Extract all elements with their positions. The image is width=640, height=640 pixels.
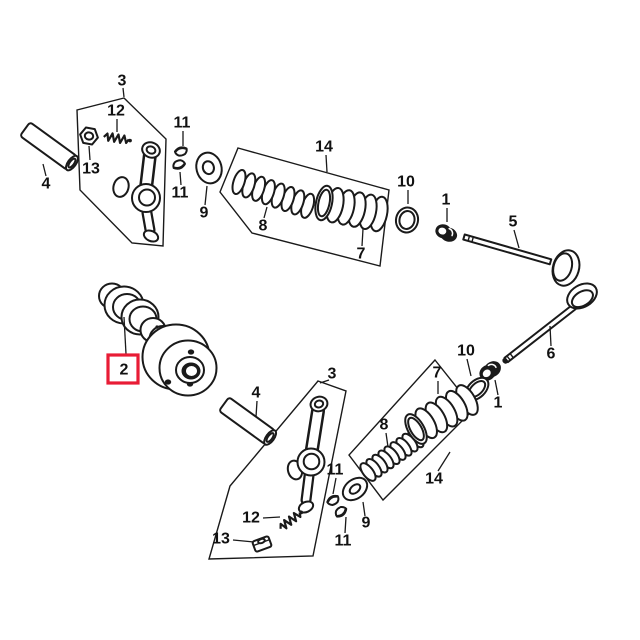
part-label-4[interactable]: 4 <box>252 385 261 402</box>
camshaft <box>98 282 218 397</box>
part-label-10[interactable]: 10 <box>397 174 415 191</box>
part-label-8[interactable]: 8 <box>380 417 389 434</box>
part-label-9[interactable]: 9 <box>200 205 209 222</box>
adjusting-nut-bottom <box>251 535 273 553</box>
leader-line-part-7 <box>361 228 364 247</box>
intake-valve <box>462 233 581 287</box>
valve-cotter-top-upper <box>173 146 188 157</box>
leader-line-part-14 <box>437 451 451 472</box>
spring-group-outline-top <box>219 147 390 267</box>
leader-line-part-13 <box>232 539 255 543</box>
callout-layer: 3 12 13 4 11 11 9 8 14 7 10 1 5 6 2 3 4 12 13 11 11 9 8 7 14 10 1 <box>42 73 556 550</box>
spring-end-coil <box>407 416 425 442</box>
leader-line-part-11 <box>179 171 182 186</box>
leader-line-part-12 <box>262 516 281 519</box>
part-label-12[interactable]: 12 <box>107 103 125 120</box>
part-label-14[interactable]: 14 <box>315 139 333 156</box>
leader-line-part-2 <box>123 316 127 355</box>
valve-cotter-top-lower <box>172 159 186 170</box>
part-label-8[interactable]: 8 <box>259 218 268 235</box>
spring-seat-washer-top <box>394 206 420 234</box>
part-label-6[interactable]: 6 <box>547 346 556 363</box>
spring-retainer-bottom <box>341 476 369 502</box>
leader-line-part-4 <box>42 163 47 177</box>
part-label-13[interactable]: 13 <box>212 531 230 548</box>
leader-line-part-1 <box>494 379 499 396</box>
leader-line-part-3 <box>319 379 330 384</box>
part-label-12[interactable]: 12 <box>242 510 260 527</box>
valve-cotter-bottom-upper <box>326 494 340 506</box>
leader-line-part-3 <box>122 87 125 98</box>
part-label-3[interactable]: 3 <box>328 366 337 383</box>
part-label-9[interactable]: 9 <box>362 515 371 532</box>
part-label-2-highlighted[interactable]: 2 <box>120 362 129 379</box>
leader-line-part-5 <box>513 229 520 249</box>
leader-line-part-11 <box>344 516 347 534</box>
valve-stem-seal-bottom <box>479 361 501 381</box>
part-label-11[interactable]: 11 <box>172 185 189 202</box>
adjusting-screw-top <box>103 132 132 145</box>
adjusting-nut-top <box>79 126 99 146</box>
leader-line-part-9 <box>204 185 208 206</box>
rocker-shaft-pin-bottom <box>219 397 278 446</box>
leader-line-part-14 <box>325 154 328 173</box>
exhaust-valve <box>502 282 598 364</box>
valve-spring-inner-top <box>231 168 316 219</box>
valve-spring-outer-top <box>314 184 389 233</box>
leader-line-part-4 <box>255 400 258 418</box>
highlight-box <box>106 353 140 385</box>
spring-coil <box>359 462 377 482</box>
leader-line-part-9 <box>362 501 366 517</box>
valve-spring-outer-bottom <box>404 384 479 445</box>
part-label-3[interactable]: 3 <box>118 73 127 90</box>
leader-line-part-11 <box>332 477 337 495</box>
spring-end-coil <box>316 188 332 218</box>
rocker-assembly-outline-bottom <box>208 380 347 560</box>
spring-retainer-top <box>195 151 223 185</box>
spring-coil <box>231 168 247 196</box>
rocker-shaft-pin-top <box>20 122 79 172</box>
rocker-assembly-outline-top <box>76 97 167 247</box>
leader-line-part-13 <box>88 145 91 161</box>
part-label-5[interactable]: 5 <box>509 214 518 231</box>
part-label-11[interactable]: 11 <box>335 533 352 550</box>
leader-line-part-8 <box>263 206 268 219</box>
valve-stem-seal-top <box>435 224 458 242</box>
part-label-7[interactable]: 7 <box>357 246 366 263</box>
valve-cotter-bottom-lower <box>334 505 348 518</box>
part-label-10[interactable]: 10 <box>457 343 475 360</box>
part-label-1[interactable]: 1 <box>494 395 503 412</box>
leader-line-part-8 <box>385 432 389 448</box>
part-label-4[interactable]: 4 <box>42 176 51 193</box>
part-label-11[interactable]: 11 <box>174 115 191 132</box>
rocker-arm-top <box>112 141 161 243</box>
part-label-7[interactable]: 7 <box>433 365 442 382</box>
part-label-1[interactable]: 1 <box>442 192 451 209</box>
rocker-arm-bottom <box>286 395 329 514</box>
leader-line-part-10 <box>466 358 472 377</box>
leader-line-part-6 <box>549 325 552 347</box>
adjusting-screw-bottom <box>279 510 304 530</box>
part-label-14[interactable]: 14 <box>425 471 443 488</box>
part-label-13[interactable]: 13 <box>82 161 100 178</box>
part-label-11[interactable]: 11 <box>327 462 344 479</box>
